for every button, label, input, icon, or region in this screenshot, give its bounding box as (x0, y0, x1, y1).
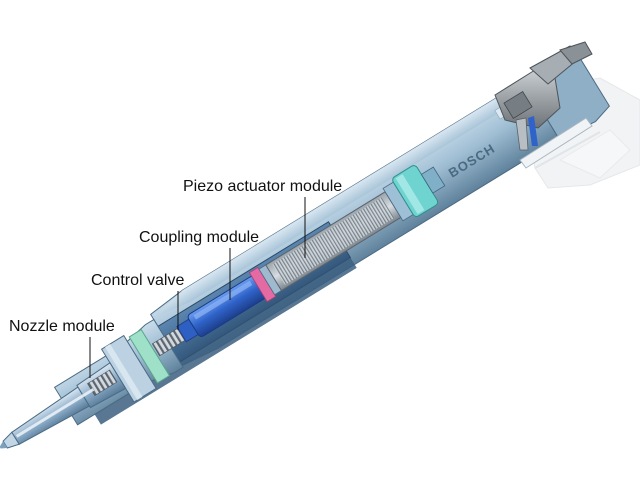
label-control-valve: Control valve (91, 272, 185, 289)
label-piezo-actuator-module: Piezo actuator module (183, 178, 343, 195)
label-nozzle-module: Nozzle module (9, 318, 115, 335)
clamp-rod (519, 117, 593, 169)
leader-lines (89, 197, 306, 378)
injector-body (0, 56, 610, 449)
label-coupling-module: Coupling module (139, 229, 260, 246)
electrical-connector (494, 41, 593, 151)
